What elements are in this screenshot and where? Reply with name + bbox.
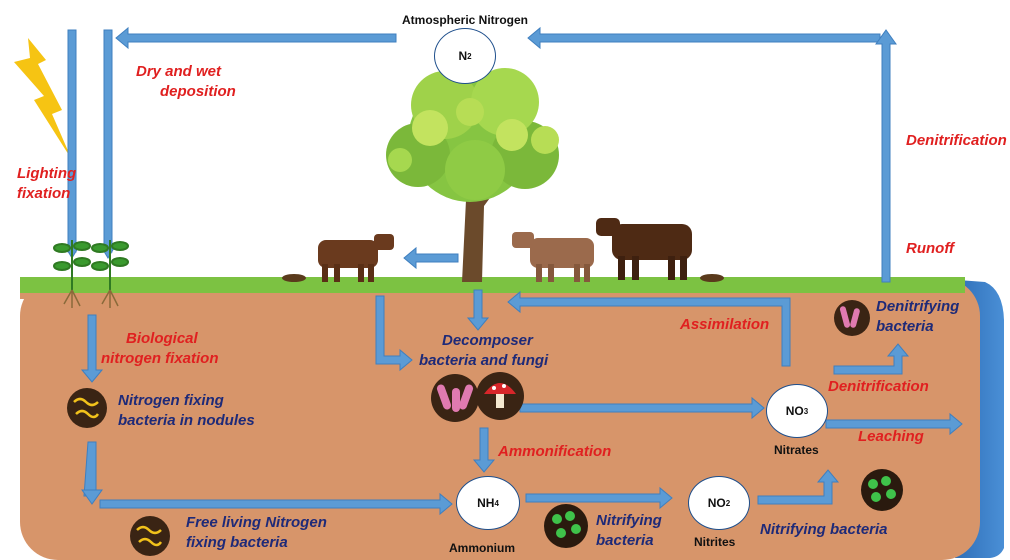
title-atmospheric-nitrogen: Atmospheric Nitrogen bbox=[402, 13, 529, 27]
nitrites-caption: Nitrites bbox=[694, 535, 736, 549]
leaching-label: Leaching bbox=[858, 428, 924, 445]
no2-label: NO bbox=[707, 496, 726, 510]
freeliving-label-line2: fixing bacteria bbox=[186, 534, 288, 551]
nitrates-caption: Nitrates bbox=[774, 443, 819, 457]
no3-subscript: 3 bbox=[803, 406, 809, 416]
lightning-icon bbox=[14, 38, 72, 160]
cow-icon bbox=[282, 218, 724, 282]
deposition-label-line1: Dry and wet bbox=[136, 63, 222, 80]
arrow-cow-to-decomposer bbox=[375, 295, 413, 372]
nitrifying-label-line1: Nitrifying bbox=[596, 512, 662, 529]
arrow-lightning-down bbox=[67, 29, 77, 253]
nh4-subscript: 4 bbox=[494, 498, 499, 508]
arrow-runoff-up bbox=[875, 29, 897, 283]
arrow-no2-to-no3 bbox=[757, 469, 840, 505]
nh4-label: NH bbox=[477, 496, 495, 510]
arrow-tree-to-decomposer bbox=[466, 289, 490, 331]
no3-label: NO bbox=[785, 404, 804, 418]
arrow-leaching bbox=[825, 412, 963, 436]
arrow-deposition-down bbox=[103, 29, 113, 253]
nitrifying-label-line2: bacteria bbox=[596, 532, 654, 549]
bacteria-icon bbox=[67, 300, 903, 556]
runoff-label: Runoff bbox=[906, 240, 955, 257]
arrow-assimilation bbox=[507, 290, 791, 367]
plant-icon bbox=[53, 240, 129, 290]
nodule-bacteria-label-line2: bacteria in nodules bbox=[118, 412, 255, 429]
tree-icon bbox=[386, 68, 559, 282]
nitrifying-right-label: Nitrifying bacteria bbox=[760, 521, 888, 538]
lightning-label-line1: Lighting bbox=[17, 165, 77, 182]
deposition-label-line2: deposition bbox=[160, 83, 236, 100]
n2-subscript: 2 bbox=[467, 51, 472, 61]
nodule-bacteria-label-line1: Nitrogen fixing bbox=[118, 392, 224, 409]
denitrifying-label-line1: Denitrifying bbox=[876, 298, 960, 315]
n2-label: N bbox=[458, 49, 468, 63]
freeliving-label-line1: Free living Nitrogen bbox=[186, 514, 327, 531]
denitrification-top-label: Denitrification bbox=[906, 132, 1007, 149]
arrow-no3-to-denitrifying bbox=[833, 343, 910, 375]
arrow-tree-to-cow bbox=[403, 246, 459, 270]
arrow-n2-to-deposition bbox=[115, 26, 397, 50]
arrow-plant-to-nodules bbox=[80, 314, 104, 383]
assimilation-label: Assimilation bbox=[680, 316, 770, 333]
root-icon bbox=[63, 289, 119, 308]
lightning-label-line2: fixation bbox=[17, 185, 71, 202]
arrow-denitrification-to-n2 bbox=[527, 26, 881, 50]
ammonification-label: Ammonification bbox=[498, 443, 612, 460]
no2-subscript: 2 bbox=[725, 498, 731, 508]
biological-label-line1: Biological bbox=[126, 330, 198, 347]
decomposer-label-line2: bacteria and fungi bbox=[419, 352, 549, 369]
ammonium-caption: Ammonium bbox=[449, 541, 515, 555]
flow-arrows bbox=[65, 26, 963, 516]
decomposer-label-line1: Decomposer bbox=[442, 332, 533, 349]
arrow-decomposer-to-nh4 bbox=[472, 427, 496, 473]
arrow-nh4-to-no2 bbox=[525, 486, 673, 510]
mushroom-icon bbox=[476, 372, 524, 420]
denitrification-lower-label: Denitrification bbox=[828, 378, 929, 395]
denitrifying-label-line2: bacteria bbox=[876, 318, 934, 335]
arrow-decomposer-to-no3 bbox=[519, 396, 765, 420]
arrow-freeliving-to-nh4 bbox=[99, 492, 453, 516]
biological-label-line2: nitrogen fixation bbox=[101, 350, 219, 367]
grass-strip bbox=[20, 277, 965, 297]
